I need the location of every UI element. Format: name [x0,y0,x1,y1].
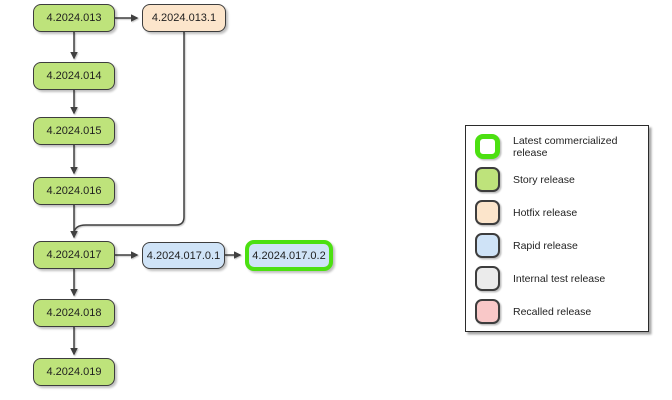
legend-item-latest: Latest commercialized release [475,134,648,159]
legend-swatch-story [475,167,500,192]
legend-label: Story release [513,173,575,186]
node-4-2024-017: 4.2024.017 [33,241,115,269]
legend-item-internal: Internal test release [475,266,648,291]
node-4-2024-016: 4.2024.016 [33,177,115,205]
node-4-2024-017-0-1: 4.2024.017.0.1 [142,242,225,269]
node-4-2024-014: 4.2024.014 [33,62,115,90]
legend-label: Internal test release [513,272,606,285]
legend-item-story: Story release [475,167,648,192]
legend: Latest commercialized release Story rele… [465,125,649,332]
legend-item-recalled: Recalled release [475,299,648,324]
node-4-2024-015: 4.2024.015 [33,117,115,145]
legend-swatch-rapid [475,233,500,258]
legend-label: Rapid release [513,239,578,252]
legend-swatch-hotfix [475,200,500,225]
node-4-2024-018: 4.2024.018 [33,299,115,327]
node-4-2024-013: 4.2024.013 [33,4,115,32]
node-4-2024-013-1: 4.2024.013.1 [142,4,226,32]
legend-label: Hotfix release [513,206,578,219]
node-4-2024-019: 4.2024.019 [33,358,115,386]
legend-swatch-latest [475,134,500,159]
node-4-2024-017-0-2: 4.2024.017.0.2 [245,240,333,271]
legend-item-rapid: Rapid release [475,233,648,258]
legend-label: Latest commercialized release [513,134,618,159]
legend-label: Recalled release [513,305,592,318]
legend-swatch-recalled [475,299,500,324]
legend-item-hotfix: Hotfix release [475,200,648,225]
legend-swatch-internal [475,266,500,291]
